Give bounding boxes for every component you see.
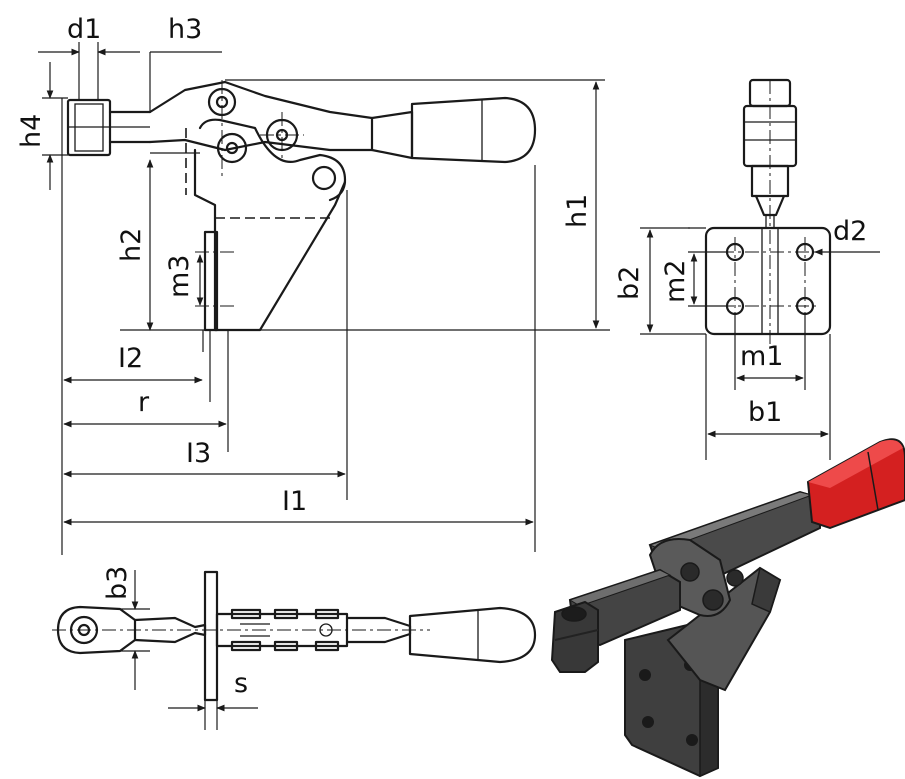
side-view-dimensions <box>38 42 610 555</box>
label-m2: m2 <box>660 260 691 303</box>
label-h3: h3 <box>168 14 202 45</box>
label-r: r <box>138 387 150 418</box>
top-view-body <box>215 608 349 652</box>
render-spindle-head <box>550 600 599 673</box>
front-view <box>704 78 832 345</box>
label-l1: I1 <box>282 486 307 517</box>
label-s: s <box>234 668 248 699</box>
top-view-dimensions <box>120 570 258 730</box>
front-view-dimensions <box>640 227 880 460</box>
label-b1: b1 <box>748 397 782 428</box>
side-view-spindle <box>66 98 152 157</box>
label-l3: I3 <box>186 438 211 469</box>
label-b3: b3 <box>102 566 133 600</box>
label-d2: d2 <box>833 216 867 247</box>
label-b2: b2 <box>614 266 645 300</box>
toggle-clamp-3d-render <box>550 438 905 778</box>
label-l2: I2 <box>118 343 143 374</box>
label-m3: m3 <box>164 255 195 298</box>
top-view <box>52 570 537 702</box>
label-h2: h2 <box>116 228 147 262</box>
render-red-handle <box>806 438 905 530</box>
front-view-base-plate <box>704 226 832 336</box>
side-view-handle <box>370 96 537 164</box>
side-view <box>66 80 537 332</box>
dimension-labels: d1 h3 h4 h2 m3 h1 d2 b2 m2 m1 b1 I2 r I3… <box>16 14 867 699</box>
label-h4: h4 <box>16 114 47 148</box>
label-h1: h1 <box>562 194 593 228</box>
top-view-handle <box>408 606 537 664</box>
top-view-base-plate <box>203 570 219 702</box>
top-view-spindle-eye <box>52 605 430 655</box>
side-view-pivots <box>207 80 337 191</box>
label-m1: m1 <box>740 341 783 372</box>
label-d1: d1 <box>67 14 101 45</box>
